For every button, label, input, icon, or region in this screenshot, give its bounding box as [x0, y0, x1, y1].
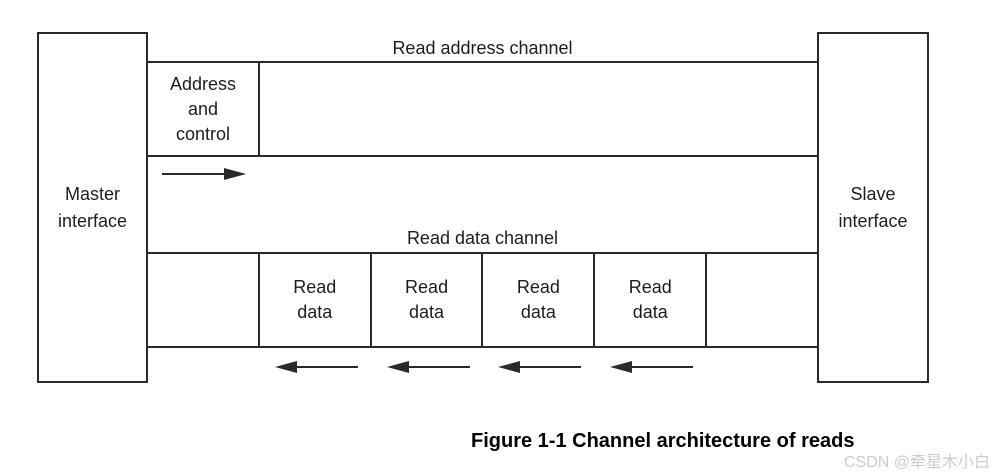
master-interface-label: Master interface — [57, 183, 128, 231]
read-data-label: Read data — [516, 277, 560, 322]
read-data-empty-cell-right — [707, 254, 817, 346]
watermark-text: CSDN @牵星木小白 — [843, 454, 990, 471]
read-address-channel-band: Address and control — [148, 61, 817, 157]
read-data-flow-arrow-left-icon — [275, 361, 358, 373]
figure-caption: Figure 1-1 Channel architecture of reads — [471, 430, 855, 452]
read-address-channel-empty-cell — [260, 63, 817, 155]
address-flow-arrow-right-icon — [162, 168, 246, 180]
read-data-flow-arrow-left-icon — [610, 361, 693, 373]
read-data-flow-arrow-left-icon — [387, 361, 470, 373]
read-data-label: Read data — [405, 277, 449, 322]
read-data-channel-title: Read data channel — [406, 228, 559, 248]
read-data-cell: Read data — [595, 254, 708, 346]
read-data-cell: Read data — [372, 254, 484, 346]
read-data-cell: Read data — [260, 254, 372, 346]
slave-interface-label: Slave interface — [838, 183, 908, 231]
read-data-label: Read data — [293, 277, 337, 322]
slave-interface-box: Slave interface — [817, 32, 929, 383]
read-data-cell: Read data — [483, 254, 596, 346]
read-data-label: Read data — [628, 277, 672, 322]
read-data-empty-cell-left — [148, 254, 260, 346]
master-interface-box: Master interface — [37, 32, 148, 383]
read-data-channel-band: Read data Read data Read data Read data — [148, 252, 817, 348]
read-address-channel-title: Read address channel — [392, 38, 573, 58]
address-and-control-label: Address and control — [169, 73, 237, 144]
read-data-flow-arrow-left-icon — [498, 361, 581, 373]
address-and-control-cell: Address and control — [148, 63, 260, 155]
